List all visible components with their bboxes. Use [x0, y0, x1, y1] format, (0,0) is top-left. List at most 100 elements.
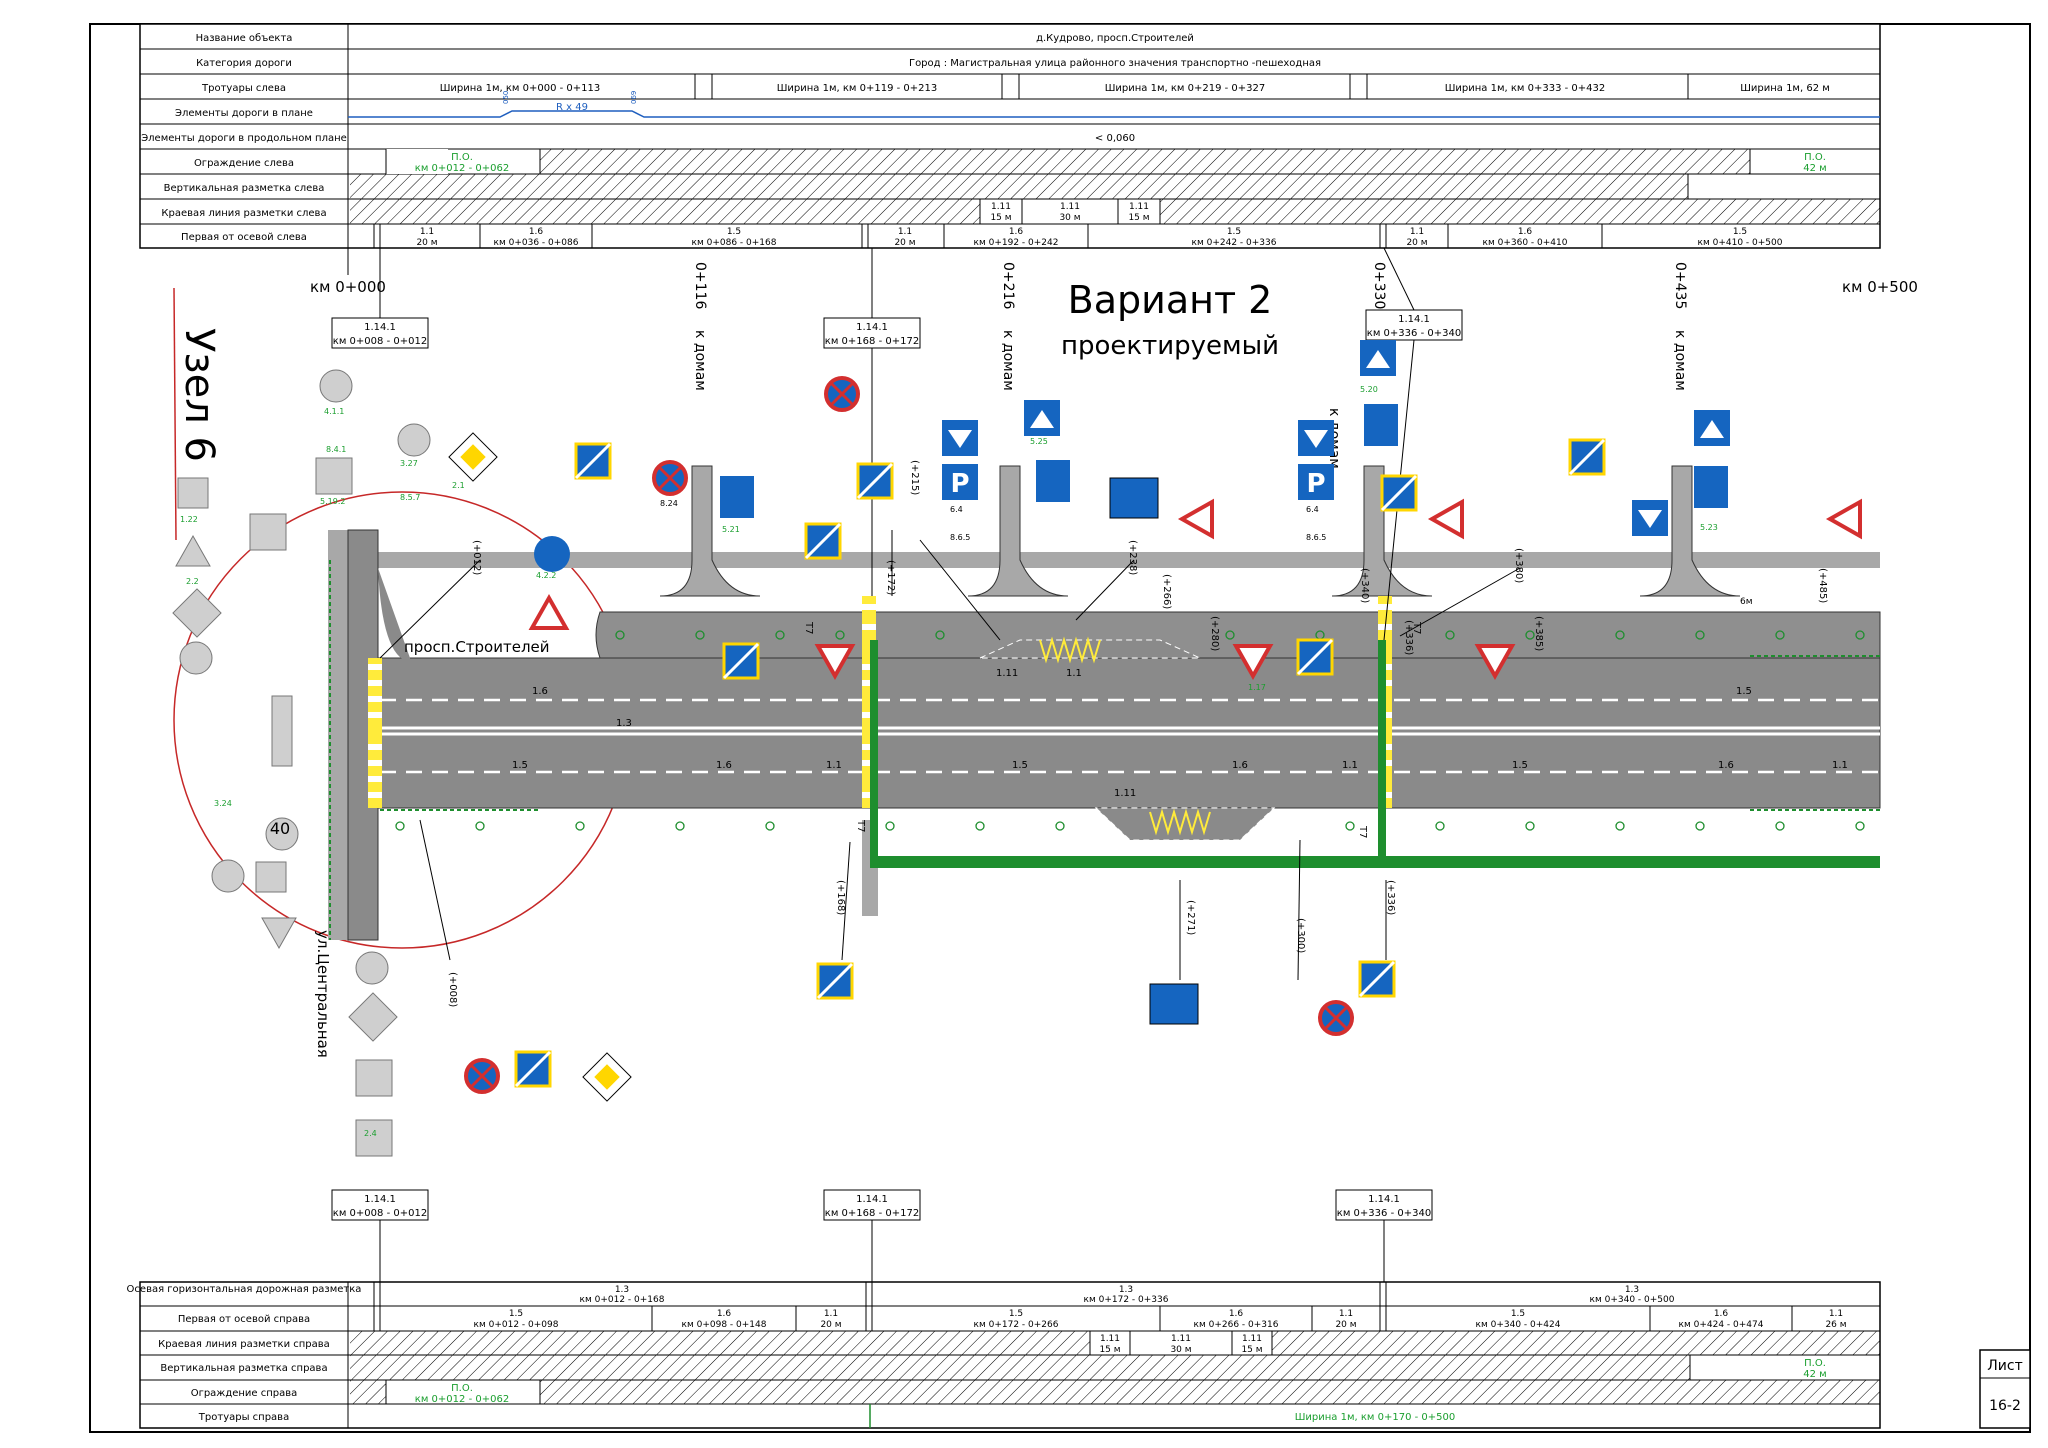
edge-right-code-2: 1.11	[1171, 1334, 1191, 1344]
fence-left-range: км 0+012 - 0+062	[415, 163, 509, 174]
svg-text:км 0+008 - 0+012: км 0+008 - 0+012	[333, 336, 427, 347]
svg-text:1.1: 1.1	[1832, 760, 1848, 771]
top-table: Название объекта Категория дороги Тротуа…	[139, 23, 1881, 249]
no-stopping-icon	[1318, 1000, 1354, 1036]
fa-len-7: 20 м	[1406, 238, 1427, 248]
stamp-sheet: 16-2	[1989, 1398, 2021, 1414]
crosswalk-sign-icon	[574, 442, 612, 480]
fr-len-5: км 0+266 - 0+316	[1194, 1320, 1279, 1330]
fa-code-6: 1.5	[1227, 227, 1241, 237]
svg-text:4.2.2: 4.2.2	[536, 571, 556, 580]
axis-code-2: 1.3	[1119, 1285, 1133, 1295]
yield-sign-icon	[814, 644, 856, 681]
crosswalk-1	[368, 658, 382, 808]
edge-right-hatch-2	[1272, 1331, 1880, 1355]
crosswalk-tag-top-3: 1.14.1 км 0+336 - 0+340	[1365, 247, 1463, 341]
driveway-3	[1331, 465, 1433, 597]
svg-text:5.23: 5.23	[1700, 523, 1718, 532]
speed-limit-value: 40	[270, 819, 290, 838]
traffic-light-3: Т7	[855, 819, 866, 832]
bottom-tag-1-code: 1.14.1	[364, 1194, 396, 1205]
row-label-fence-left: Ограждение слева	[194, 158, 294, 169]
driveway-1	[659, 465, 761, 597]
svg-text:(+300): (+300)	[1295, 918, 1306, 953]
speed-bump-sign-icon	[1024, 400, 1060, 436]
crosswalk-tag-top-1: 1.14.1 км 0+008 - 0+012	[331, 248, 429, 349]
fa-code-1: 1.1	[420, 227, 434, 237]
row-label-sidewalks-left: Тротуары слева	[201, 83, 286, 94]
svg-text:(+336): (+336)	[1403, 620, 1414, 655]
svg-text:2.4: 2.4	[364, 1129, 377, 1138]
object-name: д.Кудрово, просп.Строителей	[1036, 33, 1194, 44]
svg-text:км 0+336 - 0+340: км 0+336 - 0+340	[1367, 328, 1461, 339]
driveway-km-3: 0+330	[1371, 262, 1387, 309]
priority-road-sign-icon	[582, 1052, 632, 1102]
crosswalk-sign-icon	[722, 642, 760, 680]
fr-len-4: км 0+172 - 0+266	[974, 1320, 1059, 1330]
svg-text:1.6: 1.6	[532, 686, 548, 697]
svg-text:(+336): (+336)	[1385, 880, 1396, 915]
svg-text:5.21: 5.21	[722, 525, 740, 534]
crosswalk-sign-icon	[514, 1050, 552, 1088]
svg-text:8.4.1: 8.4.1	[326, 445, 346, 454]
svg-text:1.3: 1.3	[616, 718, 632, 729]
svg-text:(+012): (+012)	[471, 540, 482, 575]
edge-left-len-1: 15 м	[990, 213, 1011, 223]
road-signs: P P	[172, 340, 1862, 1157]
lane-labels: 1.6 1.3 1.5 1.6 1.1 1.5 1.6 1.1 1.5 1.6 …	[512, 668, 1848, 799]
warning-sign-icon	[1177, 498, 1214, 540]
driveway-4	[1639, 465, 1741, 597]
lane-sign-icon	[720, 476, 754, 518]
variant-subtitle: проектируемый	[1061, 331, 1279, 361]
edge-right-hatch-1	[350, 1331, 1090, 1355]
svg-text:1.1: 1.1	[1342, 760, 1358, 771]
svg-text:1.5: 1.5	[1012, 760, 1028, 771]
fr-code-5: 1.6	[1229, 1309, 1244, 1319]
fr-code-7: 1.5	[1511, 1309, 1525, 1319]
profile-slope: < 0,060	[1095, 133, 1135, 144]
edge-left-code-2: 1.11	[1060, 202, 1080, 212]
bottom-tag-2-code: 1.14.1	[856, 1194, 888, 1205]
fa-code-8: 1.6	[1518, 227, 1533, 237]
sidewalk-left-1: Ширина 1м, км 0+000 - 0+113	[440, 83, 601, 94]
sidewalk-left-5: Ширина 1м, 62 м	[1740, 83, 1830, 94]
crosswalk-sign-icon	[1358, 960, 1396, 998]
edge-right-len-2: 30 м	[1170, 1345, 1191, 1355]
svg-text:3.27: 3.27	[400, 459, 418, 468]
fa-len-8: км 0+360 - 0+410	[1483, 238, 1568, 248]
row-label-first-axis-left: Первая от осевой слева	[181, 232, 307, 243]
fr-len-8: км 0+424 - 0+474	[1679, 1320, 1764, 1330]
svg-text:3.24: 3.24	[214, 799, 232, 808]
arrow-down-sign-icon	[1632, 500, 1668, 536]
bottom-table: Осевая горизонтальная дорожная разметка …	[127, 1281, 1881, 1429]
crosswalk-sign-icon	[1380, 474, 1418, 512]
fence-right-po-bottom: П.О.	[1804, 1358, 1826, 1369]
sidewalk-left-strip	[358, 552, 1880, 568]
svg-text:1.6: 1.6	[1718, 760, 1734, 771]
sheet-stamp: Лист 16-2	[1979, 1349, 2031, 1429]
svg-text:1.6: 1.6	[716, 760, 732, 771]
bottom-tag-3-code: 1.14.1	[1368, 1194, 1400, 1205]
vertical-right-hatch	[350, 1355, 1690, 1380]
fa-code-7: 1.1	[1410, 227, 1424, 237]
svg-text:6.4: 6.4	[950, 505, 963, 514]
svg-text:(+008): (+008)	[447, 972, 458, 1007]
row-label-profile: Элементы дороги в продольном плане	[141, 133, 347, 144]
lane-sign-icon	[1036, 460, 1070, 502]
svg-text:5.25: 5.25	[1030, 437, 1048, 446]
sign-leaders: (+012) (+172) (+215) (+238) (+266) (+280…	[447, 460, 1828, 1007]
bottom-tag-3-range: км 0+336 - 0+340	[1337, 1208, 1431, 1219]
svg-text:км 0+168 - 0+172: км 0+168 - 0+172	[825, 336, 919, 347]
fa-code-3: 1.5	[727, 227, 741, 237]
sidewalk-left-2: Ширина 1м, км 0+119 - 0+213	[777, 83, 938, 94]
bottom-tag-2-range: км 0+168 - 0+172	[825, 1208, 919, 1219]
no-stopping-icon	[464, 1058, 500, 1094]
svg-text:8.6.5: 8.6.5	[1306, 533, 1326, 542]
sidewalk-right-green	[870, 856, 1880, 868]
fa-code-9: 1.5	[1733, 227, 1747, 237]
traffic-light-4: Т7	[1357, 825, 1368, 838]
crosswalk-tag-top-2: 1.14.1 км 0+168 - 0+172	[823, 248, 921, 349]
svg-text:5.20: 5.20	[1360, 385, 1378, 394]
warning-sign-icon	[1825, 498, 1862, 540]
